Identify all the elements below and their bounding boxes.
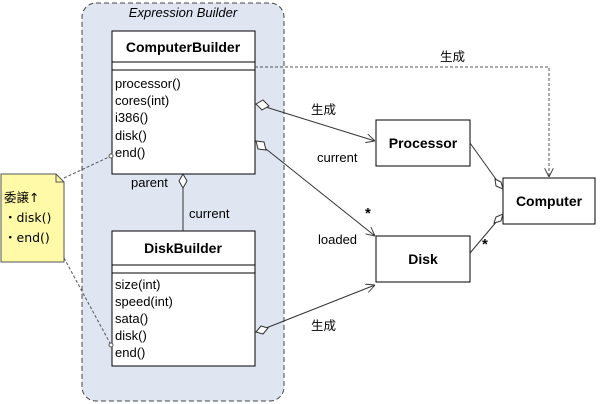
label-generate-processor: 生成 [311, 102, 336, 117]
disk-builder-class[interactable]: DiskBuilder size(int) speed(int) sata() … [111, 230, 256, 367]
disk-class[interactable]: Disk [375, 235, 471, 283]
computer-builder-method: disk() [115, 128, 147, 143]
label-mult-disk-builder: * [365, 205, 371, 222]
disk-name: Disk [408, 251, 438, 267]
label-generate-disk: 生成 [311, 318, 336, 333]
computer-class[interactable]: Computer [502, 177, 596, 225]
computer-builder-method: processor() [115, 76, 181, 91]
label-loaded: loaded [318, 232, 357, 247]
delegation-note[interactable]: 委譲↑ ・disk() ・end() [0, 153, 114, 348]
computer-builder-method: end() [115, 145, 145, 160]
association-builder-parent: parent current [131, 172, 230, 231]
note-item: ・disk() [4, 210, 51, 225]
label-generate-top: 生成 [440, 49, 465, 64]
computer-builder-method: i386() [115, 110, 148, 125]
dependency-computerbuilder-computer: 生成 [255, 49, 549, 177]
aggregation-disk-computer: * [469, 213, 504, 254]
label-parent: parent [131, 175, 168, 190]
disk-builder-method: end() [115, 345, 145, 360]
disk-builder-name: DiskBuilder [144, 240, 222, 256]
disk-builder-method: disk() [115, 328, 147, 343]
computer-builder-name: ComputerBuilder [126, 39, 241, 55]
note-item: ・end() [4, 230, 50, 245]
association-diskbuilder-disk: 生成 [255, 285, 375, 335]
disk-builder-method: size(int) [115, 277, 161, 292]
computer-name: Computer [516, 193, 583, 209]
association-computerbuilder-disk: * loaded [255, 140, 375, 247]
aggregation-processor-computer [469, 142, 504, 190]
computer-builder-class[interactable]: ComputerBuilder processor() cores(int) i… [111, 30, 256, 175]
processor-name: Processor [389, 135, 458, 151]
label-current-builder: current [189, 206, 230, 221]
note-title: 委譲↑ [4, 190, 39, 205]
computer-builder-method: cores(int) [115, 93, 169, 108]
disk-builder-method: sata() [115, 311, 148, 326]
group-title: Expression Builder [129, 5, 238, 20]
disk-builder-method: speed(int) [115, 294, 173, 309]
processor-class[interactable]: Processor [375, 119, 471, 167]
label-mult-disk-computer: * [482, 236, 488, 253]
association-computerbuilder-processor: 生成 current [255, 99, 375, 165]
label-current-processor: current [317, 150, 358, 165]
